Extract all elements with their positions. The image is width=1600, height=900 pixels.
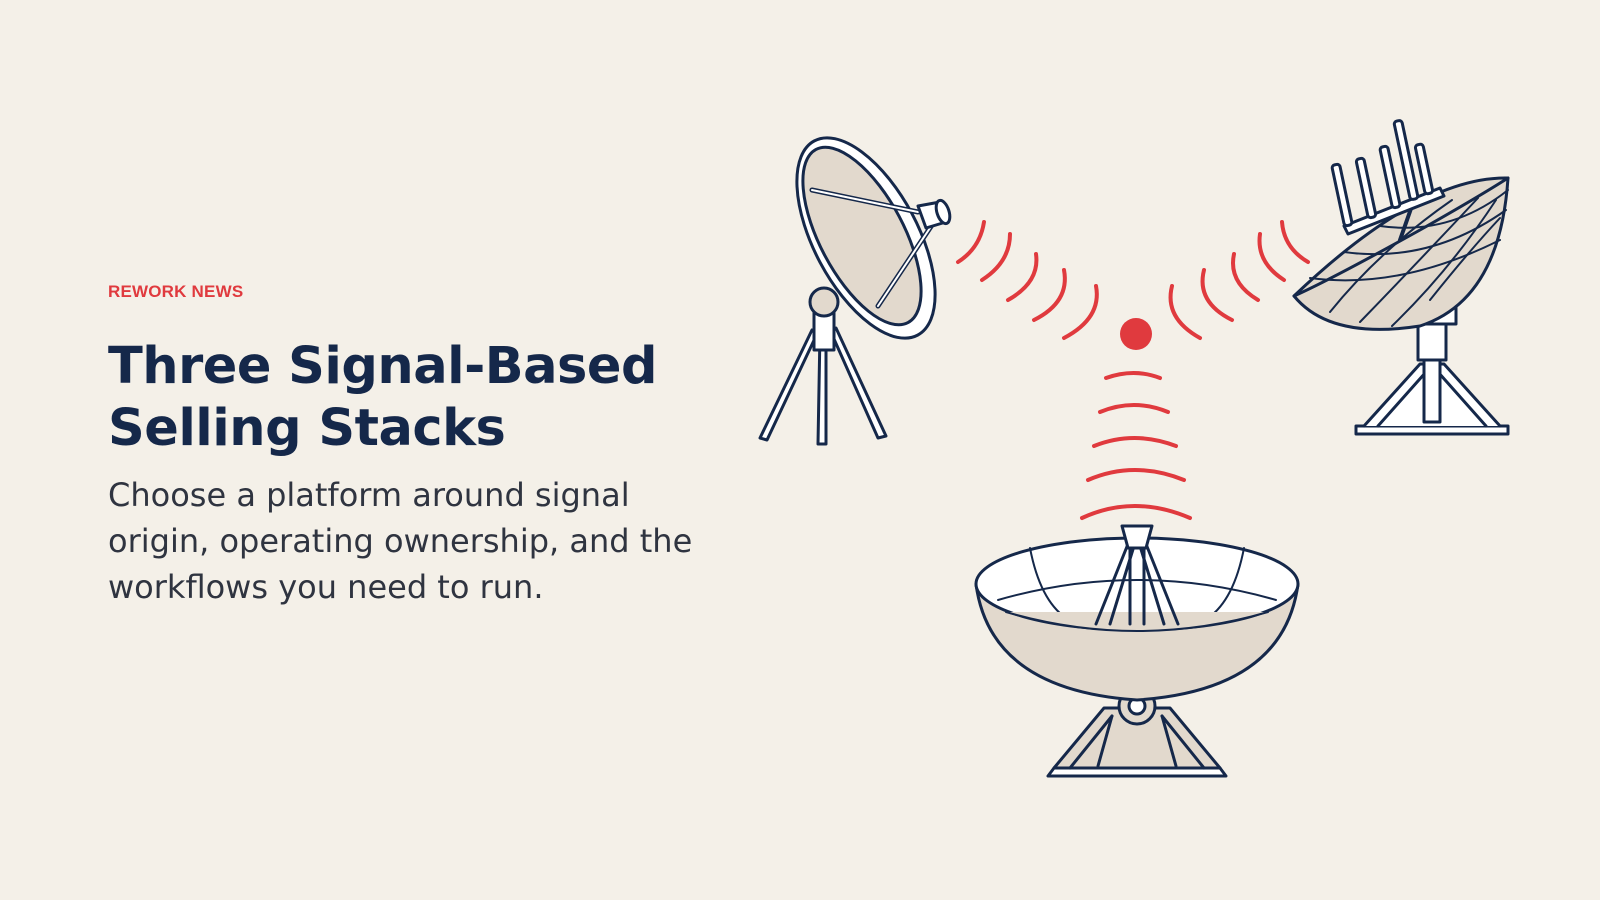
satellite-dish-icon	[758, 136, 952, 446]
page-subtitle: Choose a platform around signal origin, …	[108, 476, 693, 606]
satellite-dish-icon	[974, 524, 1300, 778]
title-line-1: Three Signal-Based	[108, 337, 658, 396]
signal-wave-icon	[956, 220, 1310, 520]
title-line-2: Selling Stacks	[108, 399, 506, 458]
page-title: Three Signal-Based Selling Stacks	[108, 336, 708, 460]
satellite-dish-icon	[1292, 119, 1510, 436]
hero-text: REWORK NEWS Three Signal-Based Selling S…	[108, 282, 708, 610]
signal-source-icon	[1120, 318, 1152, 350]
eyebrow-label: REWORK NEWS	[108, 282, 244, 301]
satellite-dishes-illustration	[758, 119, 1510, 778]
